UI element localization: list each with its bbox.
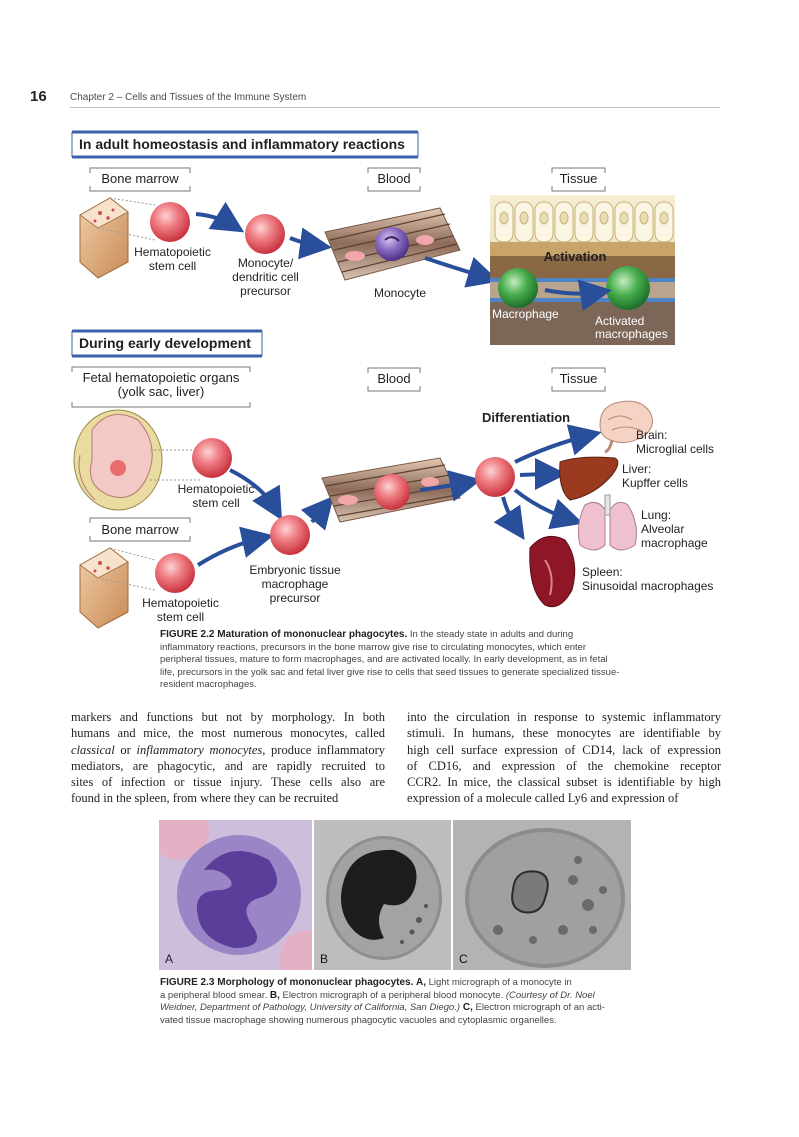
panel-letter-a: A — [165, 952, 174, 966]
label-fetal-organs: Fetal hematopoietic organs(yolk sac, liv… — [82, 370, 240, 399]
monocyte-precursor-cell — [245, 214, 285, 254]
arrow-to-spleen — [493, 496, 525, 540]
spleen-icon — [529, 535, 576, 608]
label-blood-1: Blood — [377, 171, 411, 186]
label-macrophage: Macrophage — [492, 307, 559, 321]
figure-2-2-graphic — [71, 130, 675, 629]
label-liver: Liver:Kupffer cells — [622, 462, 688, 490]
body-right-column: into the circulation in response to syst… — [407, 710, 721, 806]
label-bone-marrow-1: Bone marrow — [101, 171, 179, 186]
arrow-bm-to-embryonic — [196, 526, 274, 567]
panel-letter-c: C — [459, 952, 468, 966]
hematopoietic-stem-cell-fetal — [192, 438, 232, 478]
label-spleen: Spleen:Sinusoidal macrophages — [582, 565, 714, 593]
page-number: 16 — [30, 88, 47, 105]
label-brackets — [71, 167, 606, 542]
running-head: Chapter 2 – Cells and Tissues of the Imm… — [70, 92, 307, 103]
arrow-embryonic-to-vessel — [300, 495, 334, 531]
lung-icon — [577, 494, 637, 551]
label-activation: Activation — [543, 249, 607, 264]
differentiating-precursor-cell — [475, 457, 515, 497]
section1-title-box — [71, 130, 419, 159]
circulating-precursor-cell — [374, 474, 410, 510]
tissue-illustration — [490, 195, 675, 345]
hematopoietic-stem-cell-1 — [150, 202, 190, 242]
micrograph-panel-a: A — [159, 820, 312, 970]
micrograph-panel-b: B — [314, 820, 451, 970]
embryo-illustration — [73, 409, 200, 511]
blood-vessel-2 — [321, 457, 461, 523]
liver-icon — [559, 456, 619, 501]
arrow-activation — [544, 279, 612, 311]
arrow-fetal-to-embryonic — [229, 468, 283, 521]
hematopoietic-stem-cell-bm — [155, 553, 195, 593]
micrograph-panel-c: C — [453, 820, 631, 970]
section2-title-box — [71, 329, 263, 358]
arrow-to-lung — [513, 488, 584, 530]
activated-macrophage-cell — [606, 266, 650, 310]
arrow-to-liver — [519, 458, 567, 491]
blood-vessel-1 — [324, 207, 461, 281]
label-differentiation: Differentiation — [482, 410, 571, 425]
macrophage-cell — [498, 268, 538, 308]
arrow-precursor-to-vessel — [289, 227, 332, 260]
label-blood-2: Blood — [377, 371, 411, 386]
label-tissue-1: Tissue — [559, 171, 598, 186]
header-rule — [70, 107, 720, 108]
arrow-hsc-to-precursor — [195, 201, 245, 233]
section2-title: During early development — [79, 335, 251, 351]
arrow-to-brain — [514, 424, 602, 464]
bone-marrow-illustration-2 — [79, 547, 156, 629]
label-bone-marrow-2: Bone marrow — [101, 522, 179, 537]
bone-marrow-illustration-1 — [79, 197, 156, 279]
label-tissue-2: Tissue — [559, 371, 598, 386]
section1-title: In adult homeostasis and inflammatory re… — [79, 136, 405, 152]
body-left-column: markers and functions but not by morphol… — [71, 710, 385, 806]
embryonic-macrophage-precursor — [270, 515, 310, 555]
brain-icon — [599, 400, 653, 454]
arrow-monocyte-to-tissue — [424, 256, 500, 288]
panel-letter-b: B — [320, 952, 329, 966]
label-brain: Brain:Microglial cells — [636, 428, 715, 456]
monocyte-cell — [375, 227, 409, 261]
figure-2-3-caption: FIGURE 2.3 Morphology of mononuclear pha… — [160, 977, 605, 1026]
figure-2-2-caption: FIGURE 2.2 Maturation of mononuclear pha… — [160, 629, 620, 691]
label-monocyte: Monocyte — [373, 286, 427, 300]
arrow-vessel-to-tissue — [419, 470, 482, 502]
